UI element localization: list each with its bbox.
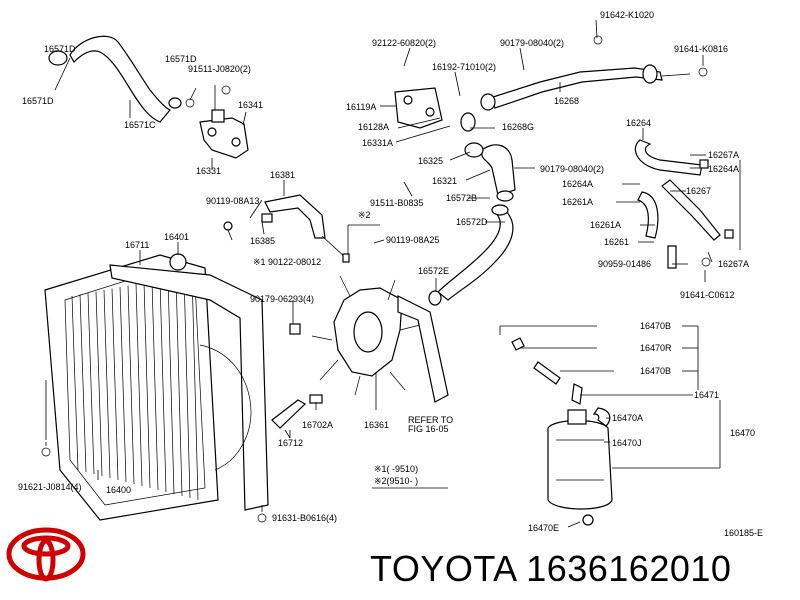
label-91631-B0616: 91631-B0616(4) [272,513,337,523]
label-16401: 16401 [164,232,189,242]
water-outlet-16331 [199,85,249,170]
label-16267: 16267 [686,186,711,196]
label-16381: 16381 [270,170,295,180]
label-91511-J0820: 91511-J0820(2) [188,64,251,74]
label-refer-to: REFER TO [408,415,453,425]
brand-part-number: TOYOTA 1636162010 [370,548,732,589]
label-16264-a: 16264 [626,118,651,128]
label-16261A-a: 16261A [562,197,593,207]
label-91621-J0814: 91621-J0814(4) [18,482,82,492]
label-16571C: 16571C [124,120,156,130]
radiator-fin [79,294,87,473]
label-91511-B0835: 91511-B0835 [370,198,423,208]
label-16264A-a: 16264A [708,164,739,174]
label-91641-K0816: 91641-K0816 [674,44,728,54]
label-mark-2: ※2 [358,210,371,220]
label-16572E: 16572E [418,266,449,276]
shroud-16712 [271,399,306,439]
fan-16361 [289,275,449,404]
label-mark-1-range: ※1( -9510) [374,464,418,474]
radiator-fin [95,291,103,477]
label-16572B: 16572B [446,193,477,203]
bypass-pipe-16268 [480,64,691,111]
heater-hoses-16267 [634,139,734,269]
radiator-fin [127,285,135,485]
label-16325: 16325 [418,156,443,166]
label-90959-01486: 90959-01486 [598,259,651,269]
label-fig-16-05: FIG 16-05 [408,424,449,434]
label-mark-2-range: ※2(9510- ) [374,476,418,486]
label-16261: 16261 [604,237,629,247]
label-16361: 16361 [364,420,389,430]
label-16470B-b: 16470B [640,366,671,376]
label-16331: 16331 [196,166,221,176]
label-16331A: 16331A [362,138,393,148]
radiator-fin [191,273,199,501]
radiator-fin [167,277,175,495]
label-16470A: 16470A [612,413,643,423]
label-16264A-b: 16264A [562,179,593,189]
radiator-fin [111,288,119,481]
water-inlet-16321 [394,87,516,202]
reservoir-16470 [511,337,613,526]
label-16267A-b: 16267A [718,259,749,269]
radiator-fin [135,283,143,487]
label-16341: 16341 [238,100,263,110]
label-16119A: 16119A [346,102,376,112]
lower-hose-16572 [428,204,514,306]
radiator-fin [151,280,159,491]
label-90179-08040-a: 90179-08040(2) [500,38,564,48]
radiator-fin [119,286,127,483]
label-16268G: 16268G [502,122,534,132]
label-90119-08A13: 90119-08A13 [206,196,259,206]
label-90122-08012: ※1 90122-08012 [253,257,321,267]
label-16572D: 16572D [456,217,488,227]
label-16571D-a: 16571D [44,44,76,54]
label-16321: 16321 [432,176,457,186]
label-16470B-a: 16470B [640,321,671,331]
label-16192-71010: 16192-71010(2) [432,62,496,72]
radiator-16400 [44,253,269,521]
label-16267A-a: 16267A [708,150,739,160]
label-92122-60820: 92122-60820(2) [372,38,436,48]
radiator-fin [143,282,151,489]
label-16261A-b: 16261A [590,220,621,230]
label-16470E: 16470E [528,523,559,533]
radiator-fin [183,274,191,499]
label-16268: 16268 [554,96,579,106]
label-90119-08A25: 90119-08A25 [386,235,439,245]
label-16471: 16471 [694,390,719,400]
label-16711: 16711 [125,240,149,250]
label-90179-08040-b: 90179-08040(2) [540,164,604,174]
label-16385: 16385 [250,236,275,246]
bolt-markers [41,35,711,523]
label-91642-K1020: 91642-K1020 [600,10,654,20]
label-16400: 16400 [106,485,131,495]
fan-bracket-16381 [223,194,350,263]
label-16571D-c: 16571D [165,54,197,64]
label-90179-06293: 90179-06293(4) [250,294,314,304]
label-16470R: 16470R [640,343,672,353]
label-figure-code: 160185-E [724,528,763,538]
radiator-fin [103,289,111,479]
label-91641-C0612: 91641-C0612 [680,290,735,300]
radiator-fin [71,295,79,471]
toyota-logo [6,527,86,582]
label-16712: 16712 [278,438,303,448]
label-16571D-b: 16571D [22,96,54,106]
radiator-fin [159,279,167,493]
label-16702A: 16702A [302,420,333,430]
label-16470J: 16470J [612,438,642,448]
label-16470: 16470 [730,428,755,438]
label-16128A: 16128A [358,122,389,132]
radiator-fin [175,276,183,497]
callout-lines [45,19,741,528]
upper-hose-16571C [48,35,182,123]
part-labels: 16571D 16571D 16571C 16571D 91511-J0820(… [18,10,763,538]
radiator-fin [87,292,95,475]
